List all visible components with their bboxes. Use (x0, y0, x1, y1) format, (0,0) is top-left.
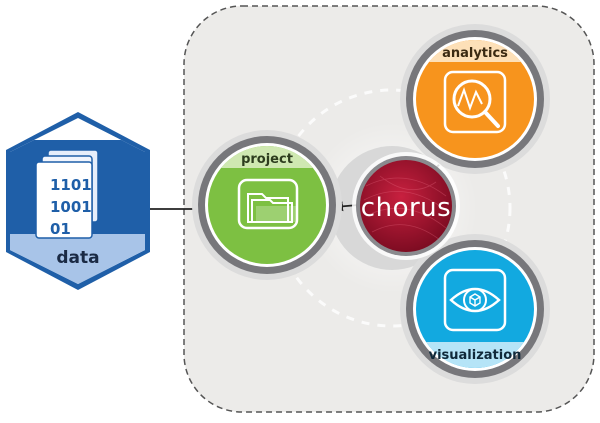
chorus-label: chorus (361, 193, 451, 223)
data-label: data (56, 248, 99, 268)
binary-line-2: 1001 (50, 198, 92, 216)
visualization-label: visualization (429, 348, 522, 363)
project-node[interactable]: project (192, 130, 342, 280)
chorus-hub[interactable]: chorus (352, 152, 460, 260)
project-label: project (241, 152, 293, 167)
eye-cube-icon (443, 268, 507, 332)
binary-line-3: 01 (50, 220, 71, 238)
analytics-label: analytics (442, 46, 508, 61)
analytics-node[interactable]: analytics (400, 24, 550, 174)
data-node[interactable]: 1101 1001 01 data (0, 112, 160, 294)
binary-file-stack-icon: 1101 1001 01 (35, 149, 99, 239)
visualization-node[interactable]: visualization (400, 234, 550, 384)
folder-icon (237, 178, 299, 230)
chart-magnifier-icon (443, 70, 507, 134)
chorus-texture (363, 175, 449, 241)
binary-line-1: 1101 (50, 176, 92, 194)
